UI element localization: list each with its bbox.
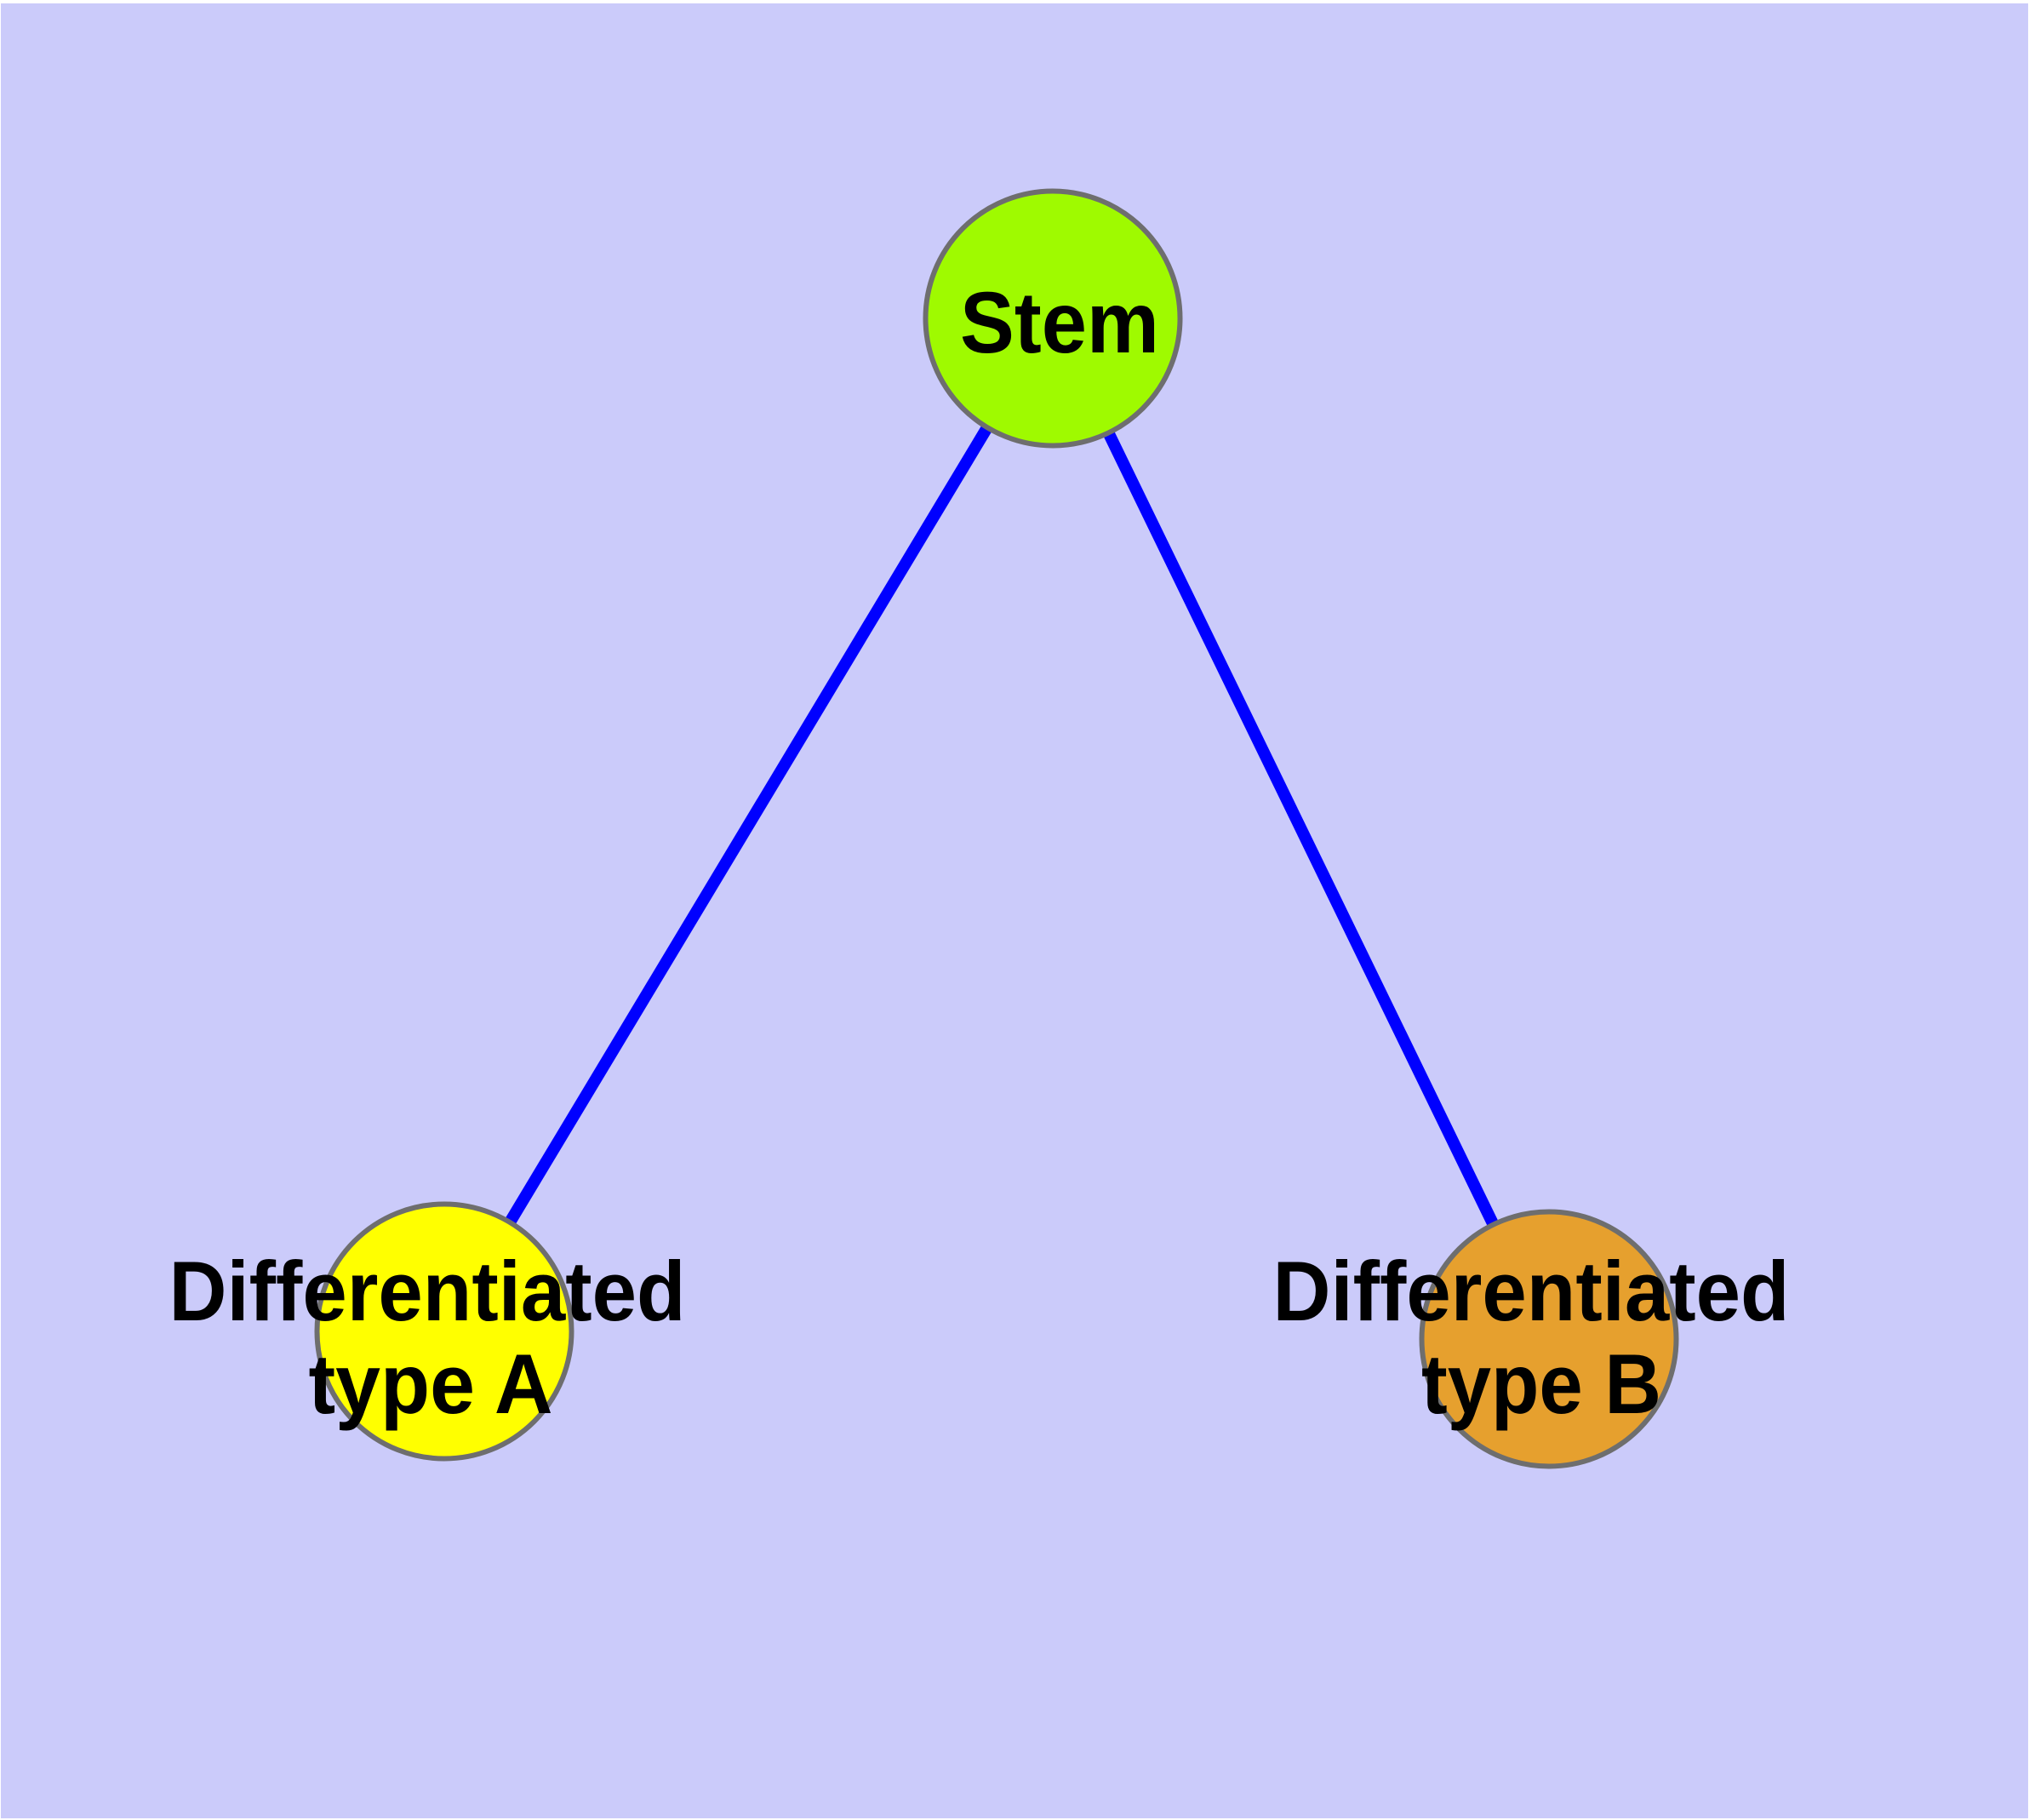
svg-text:Stem: Stem xyxy=(960,274,1159,371)
svg-text:type B: type B xyxy=(1421,1336,1661,1431)
svg-text:Differentiated: Differentiated xyxy=(1273,1244,1790,1338)
svg-text:Differentiated: Differentiated xyxy=(169,1244,686,1338)
svg-text:type A: type A xyxy=(309,1336,553,1431)
